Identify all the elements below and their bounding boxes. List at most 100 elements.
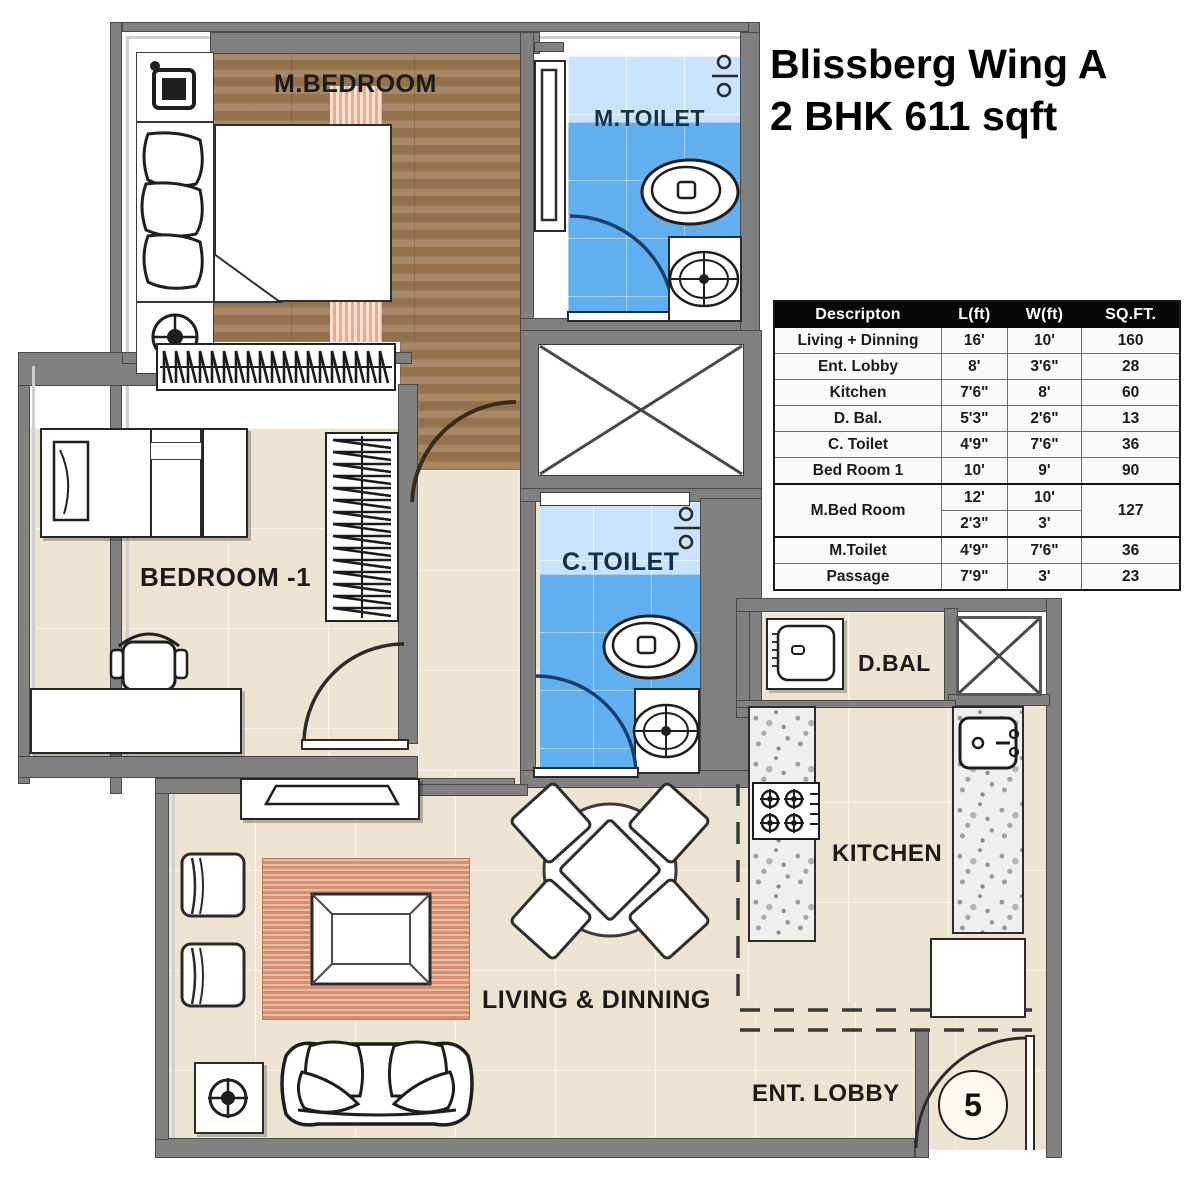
bed-corner-fold <box>213 252 284 303</box>
label-entrance-lobby: ENT. LOBBY <box>752 1080 900 1107</box>
gas-stove-icon <box>760 789 818 833</box>
area-table-header-width: W(ft) <box>1006 300 1083 328</box>
area-row-w: 2'6" <box>1006 405 1083 432</box>
unit-number-text: 5 <box>964 1086 982 1123</box>
area-row-sqft: 28 <box>1081 353 1181 380</box>
common-toilet-door-swing <box>533 674 639 778</box>
area-row-desc: Living + Dinning <box>773 327 942 354</box>
wall-exterior-right-lower <box>1046 598 1062 1158</box>
master-toilet-wc-icon <box>640 158 740 226</box>
area-row-sqft: 13 <box>1081 405 1181 432</box>
area-row-desc: C. Toilet <box>773 431 942 458</box>
table-row: Kitchen 7'6" 8' 60 <box>773 379 1181 406</box>
kitchen-side-dashed <box>736 784 740 1004</box>
area-row-desc: Passage <box>773 563 942 591</box>
area-table-body: Living + Dinning 16' 10' 160 Ent. Lobby … <box>773 327 1181 591</box>
area-row-w: 7'6" <box>1006 431 1083 458</box>
table-row: Bed Room 1 10' 9' 90 <box>773 457 1181 485</box>
bedroom1-door-swing <box>301 642 409 750</box>
common-toilet-washbasin-icon <box>632 703 700 759</box>
wardrobe-hatch-icon <box>160 350 392 384</box>
label-living-dining: LIVING & DINNING <box>482 986 711 1014</box>
area-row-desc: M.Toilet <box>773 536 942 564</box>
wall-master-toilet-topleft <box>534 42 564 52</box>
area-row-sqft: 127 <box>1081 483 1181 538</box>
table-row: Ent. Lobby 8' 3'6" 28 <box>773 353 1181 380</box>
kitchen-sink-icon <box>958 716 1020 770</box>
wall-master-bedroom-head <box>210 32 540 54</box>
table-row: M.Bed Room 12' 10' 127 <box>773 483 1181 538</box>
passage-wood-floor <box>400 342 520 470</box>
area-row-l: 4'9" <box>941 536 1008 564</box>
wall-master-toilet-left <box>520 32 534 332</box>
master-bedroom-door-swing <box>410 400 517 503</box>
area-row-sqft: 90 <box>1081 457 1181 485</box>
label-bedroom-1: BEDROOM -1 <box>140 562 312 592</box>
area-table-header-row: Descripton L(ft) W(ft) SQ.FT. <box>773 300 1181 328</box>
bedroom1-pillow-icon <box>52 440 90 522</box>
area-row-desc: Bed Room 1 <box>773 457 942 485</box>
area-row-w: 7'6" <box>1006 536 1083 564</box>
area-row-w: 10' <box>1006 327 1083 354</box>
wall-inner-finish-living-left <box>172 790 175 1138</box>
coffee-table <box>310 892 432 986</box>
bedroom1-bed-fold <box>150 442 202 460</box>
living-room-rug <box>262 858 470 1020</box>
master-toilet-dry-area <box>568 56 740 122</box>
master-toilet-shower-icon <box>712 54 738 98</box>
accent-chair-1 <box>180 852 246 918</box>
bedroom1-desk <box>30 688 242 754</box>
master-toilet-washbasin-icon <box>668 250 740 308</box>
area-row-desc: M.Bed Room <box>773 483 942 538</box>
refrigerator <box>930 938 1026 1018</box>
bedroom1-bed-foot <box>202 428 248 538</box>
area-row-w2: 3' <box>1006 510 1083 538</box>
label-master-toilet: M.TOILET <box>594 105 705 131</box>
wall-exterior-left-upper <box>110 22 122 794</box>
area-table-header-sqft: SQ.FT. <box>1081 300 1181 328</box>
wall-bedroom1-bottom <box>18 756 418 778</box>
duct-upper-icon <box>539 344 743 476</box>
area-row-w: 9' <box>1006 457 1083 485</box>
kitchen-stove <box>752 782 820 840</box>
living-side-table <box>194 1062 264 1134</box>
pillows-icon <box>140 131 204 290</box>
area-row-l: 7'6" <box>941 379 1008 406</box>
dining-set <box>510 782 710 960</box>
common-toilet-dry-area <box>535 502 701 574</box>
area-row-l: 8' <box>941 353 1008 380</box>
area-row-l: 16' <box>941 327 1008 354</box>
area-table-header-desc: Descripton <box>773 300 942 328</box>
wall-inner-finish-left <box>126 36 129 776</box>
wall-exterior-left-lower <box>18 352 30 784</box>
floor-lamp-icon <box>208 1078 248 1118</box>
area-row-w: 3'6" <box>1006 353 1083 380</box>
label-kitchen: KITCHEN <box>832 840 943 867</box>
accent-chair-2 <box>180 942 246 1008</box>
area-row-w: 3' <box>1006 563 1083 591</box>
entry-door-swing <box>914 1035 1035 1150</box>
wall-exterior-top <box>122 22 760 32</box>
common-toilet-wc-icon <box>602 614 698 680</box>
area-table-header-length: L(ft) <box>941 300 1008 328</box>
unit-number-badge: 5 <box>938 1070 1008 1140</box>
bedroom1-chair-icon <box>109 632 189 692</box>
area-row-l2: 2'3" <box>941 510 1008 538</box>
table-row: D. Bal. 5'3" 2'6" 13 <box>773 405 1181 432</box>
area-row-l: 7'9" <box>941 563 1008 591</box>
wall-inner-finish-left-lower <box>32 366 35 770</box>
area-row-l: 4'9" <box>941 431 1008 458</box>
area-row-sqft: 160 <box>1081 327 1181 354</box>
wall-exterior-bottom <box>155 1138 915 1158</box>
area-row-desc: D. Bal. <box>773 405 942 432</box>
tv-icon <box>263 784 401 806</box>
area-statement-table: Descripton L(ft) W(ft) SQ.FT. Living + D… <box>773 300 1181 591</box>
master-bed <box>214 124 392 302</box>
plan-title: Blissberg Wing A 2 BHK 611 sqft <box>770 38 1190 143</box>
area-row-w: 10' <box>1006 483 1083 511</box>
alarm-clock-icon <box>150 61 196 110</box>
area-row-l: 5'3" <box>941 405 1008 432</box>
label-dry-balcony: D.BAL <box>858 650 931 676</box>
common-toilet-shower-icon <box>674 506 700 550</box>
